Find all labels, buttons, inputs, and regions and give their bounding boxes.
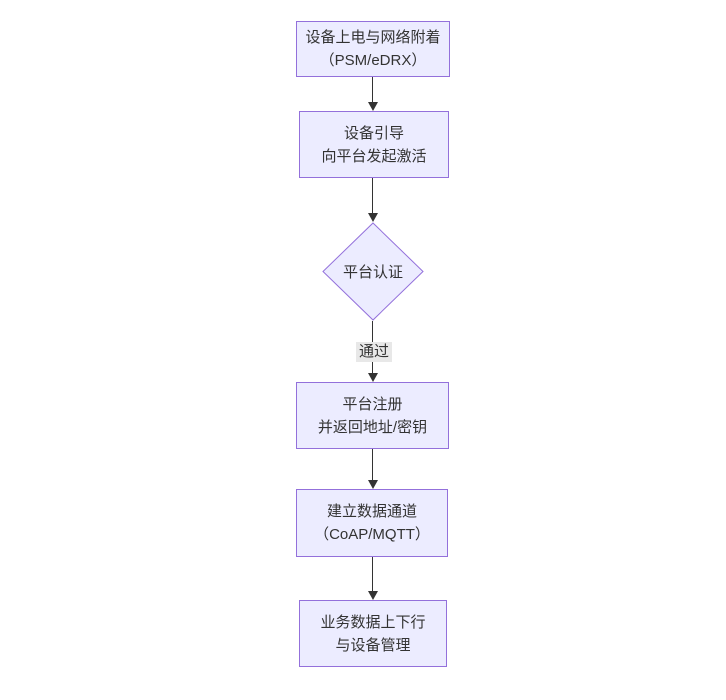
edge-label-pass: 通过 (355, 342, 393, 362)
edge-line (372, 178, 373, 213)
node-platform-register: 平台注册 并返回地址/密钥 (296, 382, 449, 449)
arrowhead-icon (368, 373, 378, 382)
diamond-shape (322, 222, 424, 321)
node-label-line: 设备引导 (343, 124, 404, 142)
arrowhead-icon (368, 102, 378, 111)
node-label-line: 平台注册 (342, 395, 403, 413)
edge-line (372, 77, 373, 103)
node-label-line: 业务数据上下行 (320, 613, 426, 631)
node-label-line: 与设备管理 (335, 636, 411, 654)
node-label-line: 并返回地址/密钥 (317, 418, 428, 436)
edge-line (372, 449, 373, 480)
node-label-line: 向平台发起激活 (321, 147, 427, 165)
node-label-line: （PSM/eDRX） (319, 52, 427, 69)
node-device-power-attach: 设备上电与网络附着 （PSM/eDRX） (296, 21, 450, 77)
node-label-line: 平台认证 (342, 264, 403, 281)
node-device-bootstrap: 设备引导 向平台发起激活 (299, 111, 449, 178)
node-data-channel: 建立数据通道 （CoAP/MQTT） (296, 489, 448, 557)
edge-line (372, 557, 373, 591)
arrowhead-icon (368, 480, 378, 489)
node-platform-auth-decision: 平台认证 (322, 222, 424, 321)
node-business-data-management: 业务数据上下行 与设备管理 (299, 600, 447, 667)
arrowhead-icon (368, 591, 378, 600)
node-label-line: （CoAP/MQTT） (314, 526, 430, 543)
node-label-line: 建立数据通道 (326, 503, 417, 520)
arrowhead-icon (368, 213, 378, 222)
node-label-line: 设备上电与网络附着 (305, 29, 441, 46)
